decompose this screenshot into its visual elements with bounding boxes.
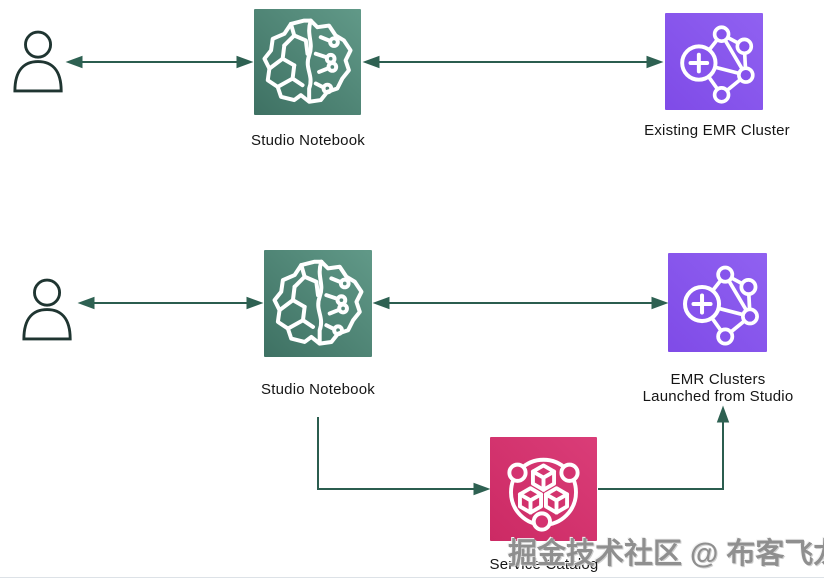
existing-emr-cluster-label: Existing EMR Cluster [644, 122, 790, 139]
studio-notebook-label-bottom: Studio Notebook [261, 381, 375, 398]
connector-service-catalog-to-emr [598, 405, 730, 490]
arrow-notebook-emr-bottom [372, 296, 669, 310]
arrow-user-notebook-bottom [77, 296, 264, 310]
arrow-notebook-emr-top [362, 55, 664, 69]
watermark-text: 掘金技术社区 @ 布客飞龙 [508, 538, 824, 570]
studio-notebook-label-top: Studio Notebook [251, 132, 365, 149]
sagemaker-studio-notebook-icon [254, 9, 361, 115]
user-icon [21, 277, 75, 343]
connector-notebook-to-service-catalog [317, 417, 491, 496]
emr-clusters-launched-label: EMR Clusters Launched from Studio [568, 371, 824, 405]
service-catalog-icon [490, 437, 597, 541]
emr-clusters-label-line1: EMR Clusters [670, 371, 766, 388]
bottom-divider-line [0, 577, 824, 578]
emr-cluster-icon [665, 13, 763, 110]
service-catalog-label: Service Catalog [489, 556, 599, 573]
emr-cluster-icon [668, 253, 767, 352]
arrow-user-notebook-top [65, 55, 254, 69]
emr-clusters-label-line2: Launched from Studio [642, 388, 794, 405]
user-icon [12, 30, 66, 94]
sagemaker-studio-notebook-icon [264, 250, 372, 357]
